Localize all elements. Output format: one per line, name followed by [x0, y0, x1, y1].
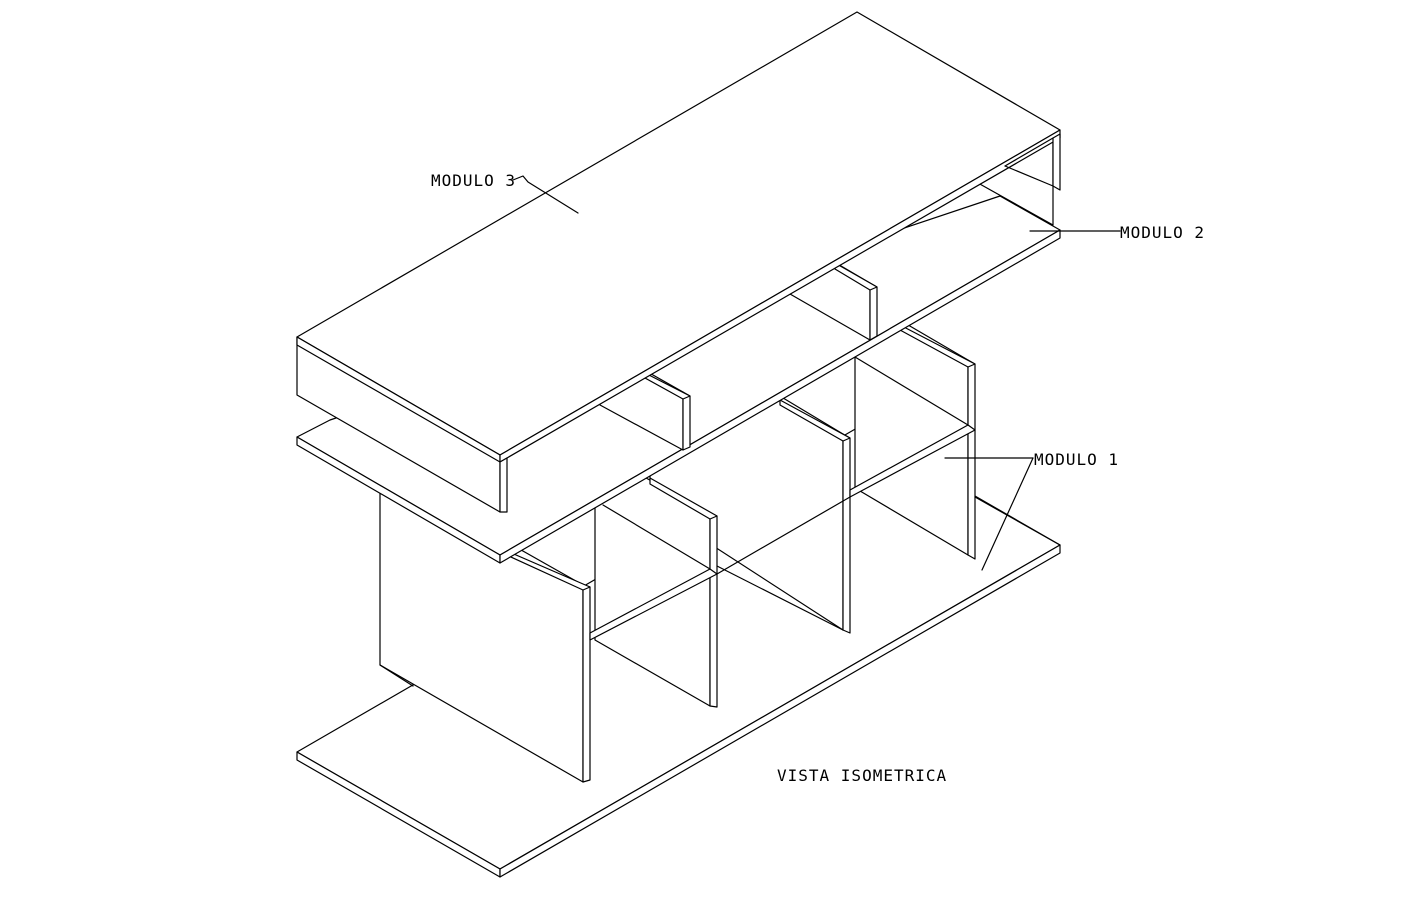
rear-panel-right	[854, 293, 976, 560]
shelf-left	[589, 496, 851, 641]
label-modulo-1: MODULO 1	[1034, 450, 1119, 469]
modulo-3-top	[296, 11, 1061, 513]
label-modulo-2: MODULO 2	[1120, 223, 1205, 242]
shelf-right	[849, 356, 976, 498]
front-side-panel	[379, 469, 591, 783]
leader-modulo-3	[512, 175, 579, 214]
label-modulo-3: MODULO 3	[431, 171, 516, 190]
view-title: VISTA ISOMETRICA	[777, 766, 947, 785]
front-middle-panel	[594, 449, 718, 708]
leader-modulo-1	[944, 457, 1034, 571]
